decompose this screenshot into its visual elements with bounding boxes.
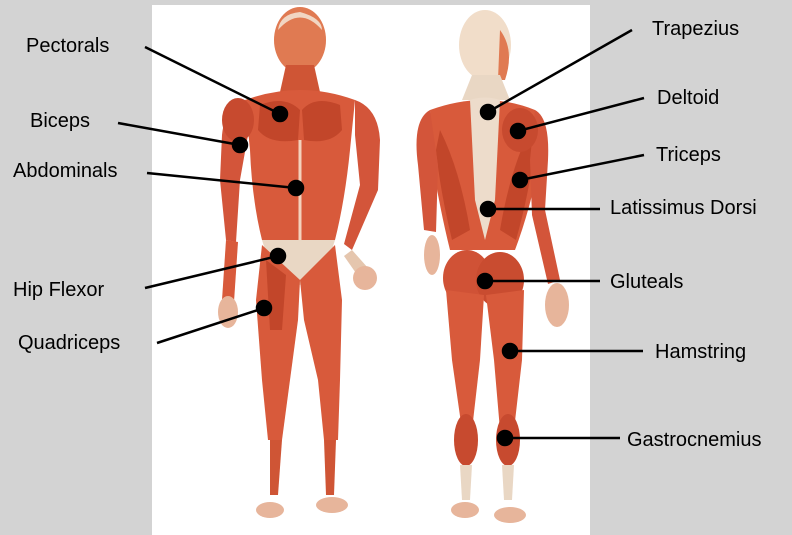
quadriceps-dot [257,301,271,315]
gastrocnemius-dot [498,431,512,445]
latissimus-dorsi-dot [481,202,495,216]
biceps-label: Biceps [30,109,90,133]
hamstring-dot [503,344,517,358]
gluteals-label: Gluteals [610,270,683,294]
latissimus-dorsi-label: Latissimus Dorsi [610,196,757,220]
trapezius-dot [481,105,495,119]
gluteals-dot [478,274,492,288]
abdominals-label: Abdominals [13,159,118,183]
pectorals-label: Pectorals [26,34,109,58]
triceps-label: Triceps [656,143,721,167]
trapezius-label: Trapezius [652,17,739,41]
quadriceps-label: Quadriceps [18,331,120,355]
abdominals-dot [289,181,303,195]
triceps-dot [513,173,527,187]
hip-flexor-label: Hip Flexor [13,278,104,302]
deltoid-label: Deltoid [657,86,719,110]
hip-flexor-dot [271,249,285,263]
biceps-dot [233,138,247,152]
deltoid-dot [511,124,525,138]
hamstring-label: Hamstring [655,340,746,364]
pectorals-dot [273,107,287,121]
gastrocnemius-label: Gastrocnemius [627,428,762,452]
